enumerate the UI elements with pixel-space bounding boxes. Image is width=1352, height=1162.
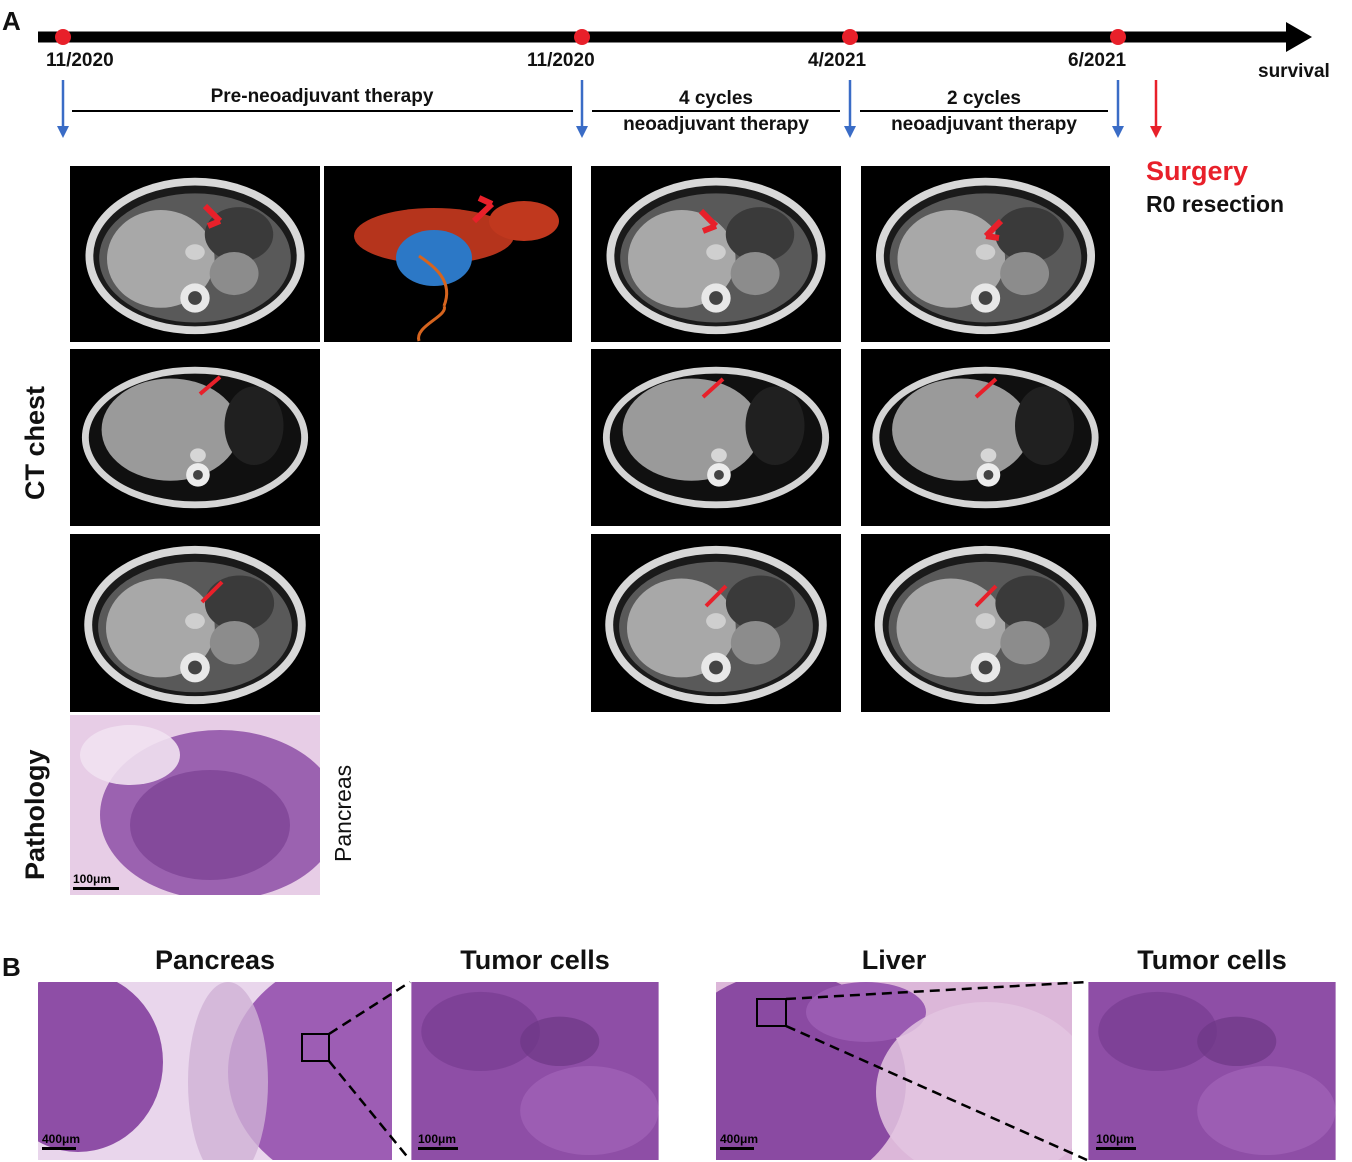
section-title: Liver bbox=[861, 945, 927, 975]
ct-scan-image bbox=[70, 534, 320, 712]
scale-bar-label: 100μm bbox=[418, 1132, 457, 1146]
3d-reconstruction-image bbox=[324, 166, 572, 342]
scale-bar-label: 100μm bbox=[1096, 1132, 1135, 1146]
timeline-end-label: survival bbox=[1258, 61, 1330, 82]
histology-liver-image bbox=[716, 982, 1072, 1160]
timeline-date: 6/2021 bbox=[1068, 50, 1127, 71]
ct-chest-image bbox=[861, 349, 1110, 526]
phase-label: neoadjuvant therapy bbox=[891, 114, 1077, 135]
down-arrow-icon bbox=[576, 80, 588, 138]
pathology-image bbox=[70, 715, 320, 895]
section-title: Tumor cells bbox=[1137, 945, 1287, 975]
timeline-dot bbox=[55, 29, 71, 45]
phase-label: Pre-neoadjuvant therapy bbox=[210, 86, 434, 107]
scale-bar-label: 400μm bbox=[720, 1132, 759, 1146]
timeline bbox=[38, 22, 1312, 138]
down-arrow-icon bbox=[57, 80, 69, 138]
timeline-date: 4/2021 bbox=[808, 50, 867, 71]
scale-bar-label: 100μm bbox=[73, 872, 112, 886]
timeline-dot bbox=[574, 29, 590, 45]
scale-bar-label: 400μm bbox=[42, 1132, 81, 1146]
ct-scan-image bbox=[861, 166, 1110, 342]
ct-chest-image bbox=[70, 349, 320, 526]
scale-bar: 100μm bbox=[1096, 1132, 1136, 1150]
panel-label-b: B bbox=[2, 952, 21, 982]
ct-scan-image bbox=[591, 534, 841, 712]
panel-label-a: A bbox=[2, 6, 21, 36]
scale-bar: 400μm bbox=[720, 1132, 758, 1150]
section-title: Pancreas bbox=[154, 945, 276, 975]
section-title: Tumor cells bbox=[460, 945, 610, 975]
timeline-date: 11/2020 bbox=[527, 50, 595, 71]
timeline-arrowhead bbox=[1286, 22, 1312, 52]
pathology-side-label: Pancreas bbox=[330, 764, 356, 862]
down-arrow-icon bbox=[1112, 80, 1124, 138]
timeline-dot bbox=[842, 29, 858, 45]
phase-label: 2 cycles bbox=[947, 88, 1021, 109]
zoom-box bbox=[756, 998, 787, 1027]
zoom-box bbox=[301, 1033, 330, 1062]
surgery-arrow-icon bbox=[1150, 80, 1162, 138]
scale-bar: 100μm bbox=[73, 872, 119, 890]
ct-scan-image bbox=[861, 534, 1110, 712]
timeline-date: 11/2020 bbox=[46, 50, 114, 71]
row-label-ct: CT chest bbox=[20, 385, 50, 500]
ct-chest-image bbox=[591, 349, 841, 526]
scale-bar: 400μm bbox=[42, 1132, 80, 1150]
scale-bar: 100μm bbox=[418, 1132, 458, 1150]
phase-label: 4 cycles bbox=[679, 88, 753, 109]
ct-scan-image bbox=[70, 166, 320, 342]
surgery-label: Surgery bbox=[1146, 156, 1249, 186]
timeline-dot bbox=[1110, 29, 1126, 45]
row-label-pathology: Pathology bbox=[20, 749, 50, 880]
resection-label: R0 resection bbox=[1146, 191, 1285, 217]
histology-pancreas-image bbox=[38, 982, 392, 1160]
phase-label: neoadjuvant therapy bbox=[623, 114, 809, 135]
ct-scan-image bbox=[591, 166, 841, 342]
down-arrow-icon bbox=[844, 80, 856, 138]
